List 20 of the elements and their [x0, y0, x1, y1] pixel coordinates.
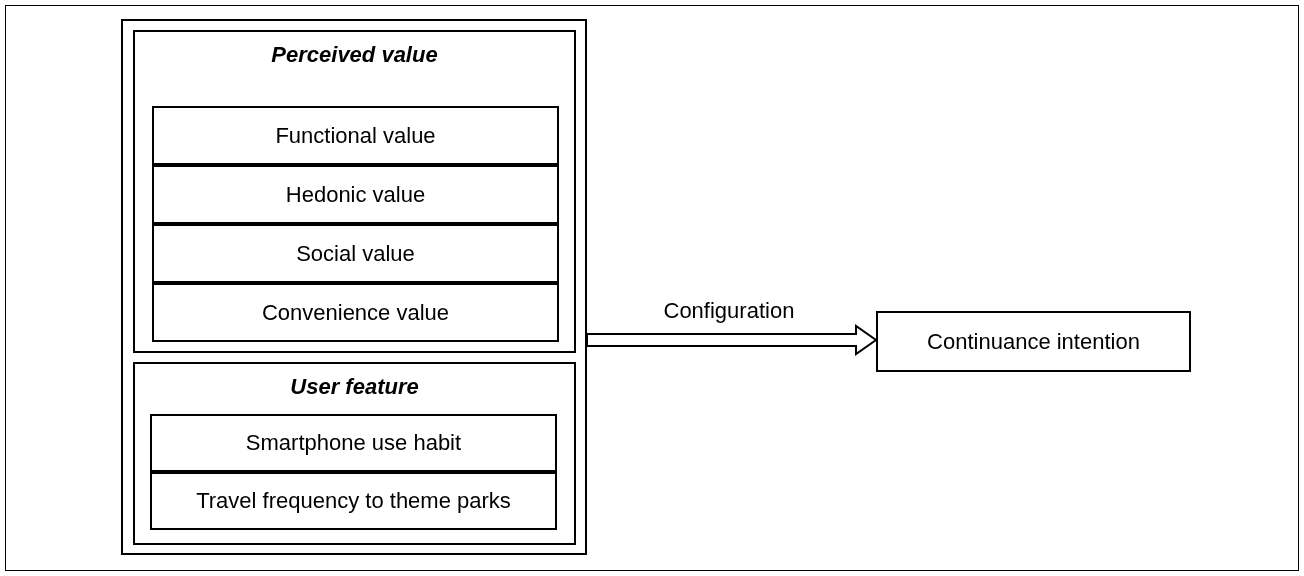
item-box [876, 311, 1191, 372]
node-label: Hedonic value [284, 181, 427, 208]
container-box [121, 19, 587, 555]
node-label: Convenience value [260, 299, 451, 326]
group-heading: Perceived value [270, 42, 439, 68]
node-label: Smartphone use habit [244, 430, 463, 456]
item-box [152, 165, 559, 224]
node-label: Continuance intention [926, 328, 1141, 355]
item-box [152, 283, 559, 342]
group-heading: User feature [289, 374, 420, 400]
node-label: Functional value [274, 122, 437, 149]
block-arrow [586, 324, 878, 356]
item-box [152, 106, 559, 165]
item-box [150, 472, 557, 530]
item-box [150, 414, 557, 472]
item-box [152, 224, 559, 283]
node-label: Social value [295, 240, 416, 267]
group-box [133, 362, 576, 545]
group-box [133, 30, 576, 353]
node-label: Travel frequency to theme parks [195, 488, 512, 514]
